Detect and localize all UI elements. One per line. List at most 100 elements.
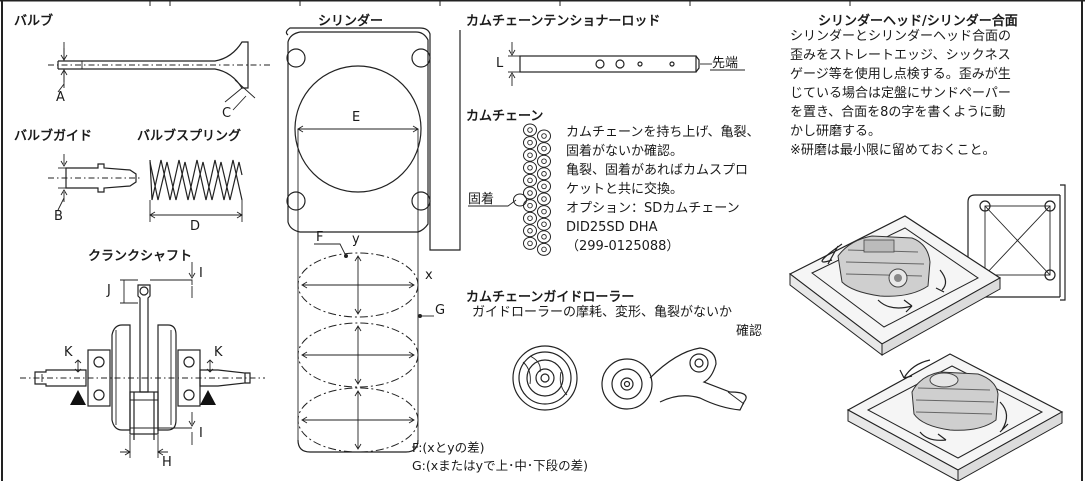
chain-pin	[527, 215, 533, 221]
cylinder-label-y: y	[352, 232, 360, 247]
chain-pin	[527, 190, 533, 196]
cam-chain-line-5: オプション：SDカムチェーン	[566, 201, 740, 216]
cylinder-head-line-5: を置き、合面を8の字を書くように動	[790, 105, 1006, 120]
chain-link	[537, 154, 551, 168]
chain-link	[523, 186, 537, 200]
cylinder-head-line-7: ※研磨は最小限に留めておくこと。	[790, 143, 996, 158]
cylinder-head-title: シリンダーヘッド/シリンダー合面	[818, 14, 1018, 29]
crankshaft-label-k-left: K	[64, 345, 73, 360]
crankshaft-label-k-right: K	[214, 345, 223, 360]
cylinder-label-e: E	[352, 110, 361, 125]
chain-link	[537, 217, 551, 231]
chain-pin	[541, 221, 547, 227]
chain-link	[537, 129, 551, 143]
surface-plate-1	[788, 215, 1002, 357]
chain-link	[523, 161, 537, 175]
chain-pin	[541, 158, 547, 164]
chain-pin	[527, 177, 533, 184]
valve-spring-title: バルブスプリング	[137, 129, 242, 144]
chain-pin	[527, 165, 533, 171]
chain-link	[523, 136, 537, 150]
fixed-chain-link	[513, 193, 527, 207]
chain-link	[537, 242, 551, 256]
crankshaft-drawing	[20, 262, 265, 458]
chain-link	[523, 236, 537, 250]
chain-pin	[527, 152, 533, 158]
crankshaft-label-i-top: I	[199, 266, 203, 281]
chain-pin	[527, 127, 533, 133]
crankshaft-label-h: H	[162, 455, 172, 470]
cam-chain-text: カムチェーンを持ち上げ、亀裂、 固着がないか確認。 亀裂、固着があればカムスプロ…	[566, 123, 759, 256]
tensioner-rod-label-l: L	[496, 56, 504, 71]
chain-link	[537, 179, 551, 193]
chain-pin	[541, 196, 547, 202]
chain-pin	[527, 228, 533, 234]
cylinder-label-x: x	[425, 268, 433, 283]
chain-link	[523, 148, 537, 162]
guide-roller-line-2: 確認	[736, 324, 763, 339]
cylinder-head-line-6: かし研磨する。	[790, 124, 882, 139]
cam-chain-line-4: ケットと共に交換。	[566, 182, 684, 197]
chain-pin	[541, 234, 547, 240]
surface-plate-2	[846, 353, 1064, 481]
crankshaft-label-j: J	[107, 283, 111, 298]
cam-chain-drawing	[513, 123, 551, 256]
cylinder-head-line-4: じている場合は定盤にサンドペーパー	[790, 86, 1011, 101]
cylinder-head-text: シリンダーとシリンダーヘッド合面の 歪みをストレートエッジ、シックネス ゲージ等…	[790, 27, 1011, 160]
cylinder-head-line-2: 歪みをストレートエッジ、シックネス	[790, 48, 1011, 63]
chain-pin	[541, 145, 547, 152]
cylinder-label-f: F	[316, 230, 324, 245]
cylinder-note-g: G:(xまたはyで上･中･下段の差)	[412, 458, 588, 473]
chain-pin	[541, 246, 547, 253]
tensioner-rod-drawing	[508, 42, 745, 86]
crankshaft-label-i-bottom: I	[199, 426, 203, 441]
chain-pin	[527, 240, 533, 247]
valve-label-c: C	[222, 106, 232, 121]
cylinder-drawing	[285, 27, 461, 453]
chain-link	[523, 123, 537, 137]
chain-pin	[541, 171, 547, 177]
chain-link	[523, 173, 537, 187]
chain-pin	[541, 133, 547, 139]
valve-label-a: A	[56, 90, 65, 105]
valve-spring-label-d: D	[190, 219, 201, 234]
guide-roller-title: カムチェーンガイドローラー	[466, 290, 635, 305]
cylinder-head-line-3: ゲージ等を使用し点検する。歪みが生	[790, 67, 1011, 82]
chain-pin	[541, 183, 547, 190]
chain-link	[523, 224, 537, 238]
chain-link	[537, 230, 551, 244]
guide-roller-drawing	[512, 345, 747, 411]
chain-link	[523, 211, 537, 225]
cam-chain-title: カムチェーン	[466, 109, 544, 124]
cam-chain-fixed-label: 固着	[468, 192, 495, 207]
valve-spring-drawing	[149, 159, 243, 222]
valve-guide-title: バルブガイド	[14, 129, 93, 144]
chain-link	[537, 167, 551, 181]
cam-chain-line-1: カムチェーンを持ち上げ、亀裂、	[566, 125, 760, 140]
chain-pin	[541, 208, 547, 215]
tensioner-rod-title: カムチェーンテンショナーロッド	[466, 14, 661, 29]
chain-link	[523, 199, 537, 213]
valve-guide-drawing	[48, 154, 140, 211]
guide-roller-line-1: ガイドローラーの摩耗、変形、亀裂がないか	[472, 305, 733, 320]
valve-drawing	[48, 41, 270, 111]
valve-title: バルブ	[14, 14, 54, 29]
cylinder-label-g: G	[435, 303, 446, 318]
cam-chain-line-2: 固着がないか確認。	[566, 144, 684, 159]
cylinder-head-line-1: シリンダーとシリンダーヘッド合面の	[790, 29, 1012, 44]
valve-guide-label-b: B	[54, 209, 63, 224]
cam-chain-line-6: DID25SD DHA	[566, 220, 658, 235]
chain-link	[537, 192, 551, 206]
cylinder-note-f: F:(xとyの差)	[412, 440, 485, 455]
cam-chain-line-3: 亀裂、固着があればカムスプロ	[566, 163, 749, 178]
chain-pin	[527, 202, 533, 209]
chain-pin	[527, 139, 533, 146]
chain-link	[537, 205, 551, 219]
tensioner-rod-tip-label: 先端	[712, 56, 739, 71]
cylinder-title: シリンダー	[318, 14, 384, 29]
cam-chain-line-7: （299-0125088）	[566, 239, 680, 254]
fixed-leader-line	[468, 199, 517, 207]
chain-link	[537, 142, 551, 156]
